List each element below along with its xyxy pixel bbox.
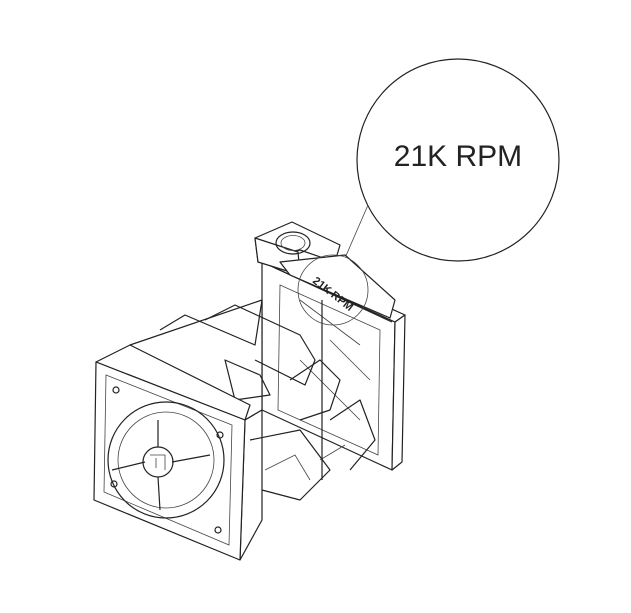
latch-handle: [254, 221, 396, 323]
callout-leader: [344, 204, 369, 259]
fan-hub-ring: [107, 401, 225, 519]
callout-label: 21K RPM: [393, 140, 523, 173]
label-highlight-circle: [297, 254, 369, 326]
front-frame: [93, 344, 251, 561]
callout-circle: [356, 58, 560, 262]
